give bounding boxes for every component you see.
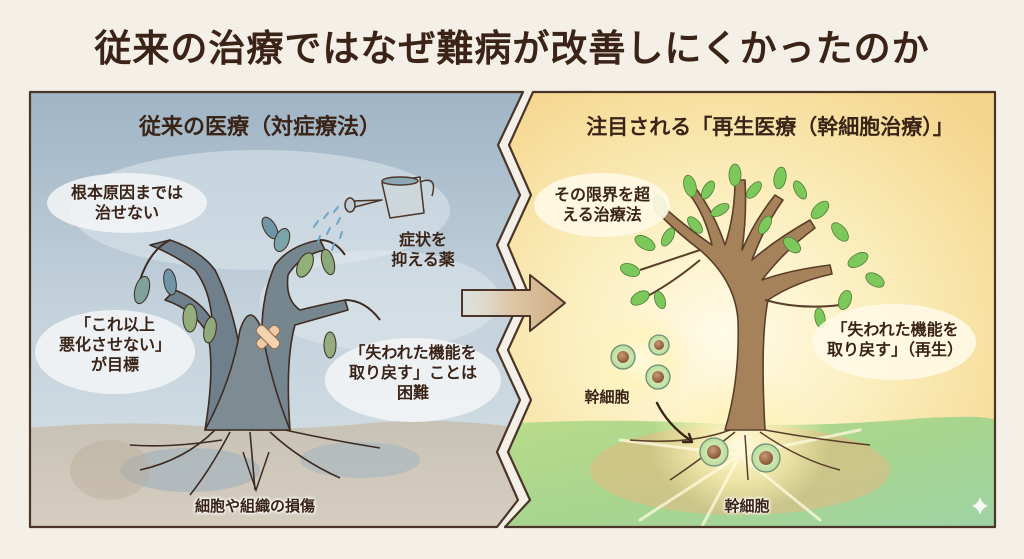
stem-cell-label-top: 幹細胞 — [584, 388, 630, 406]
bandage-icon — [255, 324, 281, 350]
bubble-goal: 「これ以上 悪化させない」 が目標 — [58, 315, 171, 374]
bubble-root-cause-shape — [47, 173, 207, 233]
bubble-difficulty: 「失われた機能を 取り戻す」ことは 困難 — [348, 343, 477, 402]
bubble-difficulty-shape — [325, 338, 501, 422]
bubble-regeneration-shape — [812, 304, 976, 380]
medicine-label: 症状を 抑える薬 — [391, 230, 455, 269]
damage-label: 細胞や組織の損傷 — [194, 497, 315, 515]
right-arrow-icon — [461, 274, 566, 332]
bubble-regeneration: 「失われた機能を 取り戻す」（再生） — [826, 320, 963, 359]
right-panel — [505, 92, 995, 527]
bubble-beyond-limit: その限界を超 える治療法 — [553, 185, 650, 224]
left-panel-heading: 従来の医療（対症療法） — [138, 115, 381, 140]
damage-pointer — [242, 451, 270, 493]
page-title: 従来の治療ではなぜ難病が改善しにくかったのか — [94, 27, 930, 70]
withered-tree-icon — [129, 239, 381, 496]
bubble-goal-shape — [35, 310, 195, 394]
bubble-root-cause: 根本原因までは 治せない — [70, 183, 183, 222]
bubble-beyond-limit-shape — [534, 173, 670, 237]
right-panel-border — [503, 90, 997, 529]
stem-cell-label-bottom: 幹細胞 — [724, 497, 770, 515]
stem-cell-arrow-icon — [655, 401, 692, 442]
right-panel-heading: 注目される「再生医療（幹細胞治療）」 — [586, 115, 954, 139]
wilted-leaves — [133, 216, 337, 359]
watering-can-icon — [344, 176, 435, 219]
water-drops — [313, 206, 343, 251]
stem-cell-icon — [610, 334, 781, 473]
sparkle-icon — [972, 497, 988, 515]
left-panel-border — [28, 90, 525, 529]
